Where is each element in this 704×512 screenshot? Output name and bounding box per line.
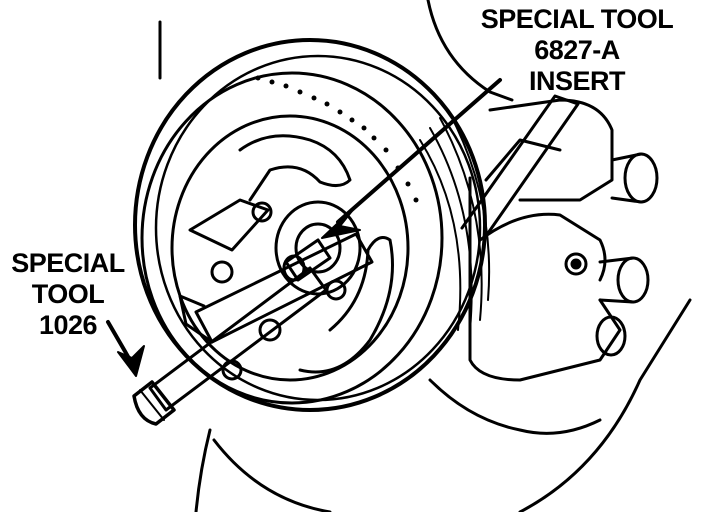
callout-1026-line-3: 1026 xyxy=(38,310,98,340)
callout-special-tool-1026: SPECIAL TOOL 1026 xyxy=(2,248,134,341)
callout-insert-line-2: 6827-A xyxy=(534,35,620,65)
callout-1026-line-1: SPECIAL xyxy=(11,248,125,278)
insert-tool xyxy=(282,238,332,282)
callout-1026-line-2: TOOL xyxy=(31,279,105,309)
callout-special-tool-6827a-insert: SPECIAL TOOL 6827-A INSERT xyxy=(462,4,692,97)
pulley-hub xyxy=(274,200,362,296)
forcing-screw xyxy=(132,266,328,426)
callout-insert-line-1: SPECIAL TOOL xyxy=(480,4,674,34)
crankshaft-pulley xyxy=(133,38,491,412)
leader-arrow-insert xyxy=(321,78,502,239)
water-pump-assembly xyxy=(460,94,659,382)
engine-housing xyxy=(158,0,692,512)
timing-mark-dots xyxy=(255,75,419,203)
leader-arrow-1026 xyxy=(106,320,145,377)
puller-jaws xyxy=(188,134,394,374)
callout-insert-line-3: INSERT xyxy=(528,66,626,96)
